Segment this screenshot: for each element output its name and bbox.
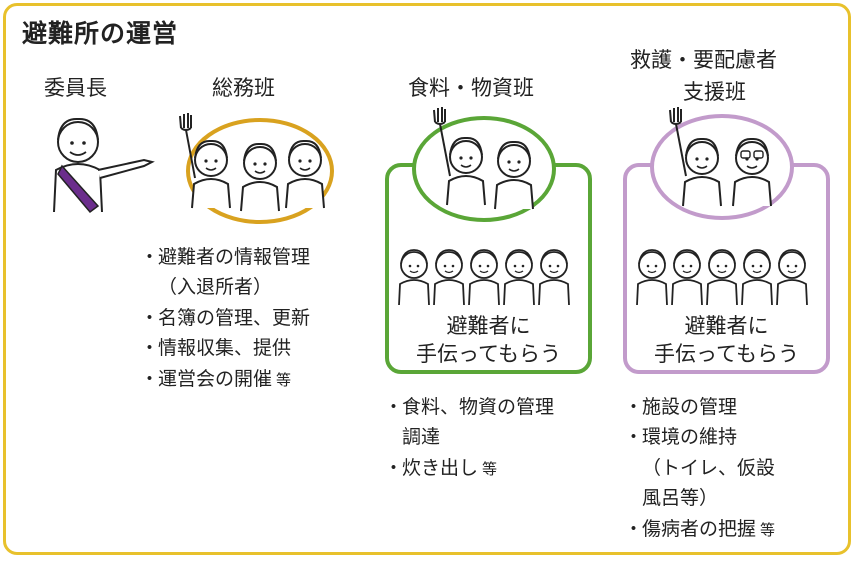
bullet-icon: ・ [140,306,160,329]
role-rescue-line2: 支援班 [683,80,746,104]
task-text: （入退所者） [158,276,273,299]
food-help-line1: 避難者に [446,314,531,338]
food-help-caption: 避難者に 手伝ってもらう [402,312,575,369]
task-item: ・避難者の情報管理 [140,242,310,272]
general-figures [179,112,325,212]
task-text: 施設の管理 [642,396,738,418]
task-item: ・環境の維持 [624,422,775,452]
frame [3,3,851,555]
task-item: 風呂等） [624,483,775,513]
rescue-task-list: ・施設の管理・環境の維持（トイレ、仮設風呂等）・傷病者の把握等 [624,392,775,544]
chairman-figure [53,117,155,214]
bullet-icon: ・ [624,426,644,449]
general-ring [186,118,334,224]
task-text: 食料、物資の管理 [402,396,555,418]
bullet-icon: ・ [384,456,404,479]
rescue-help-line1: 避難者に [684,314,769,338]
role-general: 総務班 [212,76,275,100]
role-food: 食料・物資班 [408,76,534,100]
task-text: 炊き出し [402,456,479,479]
task-suffix: 等 [276,370,292,389]
food-help-line2: 手伝ってもらう [416,342,561,367]
bullet-icon: ・ [384,396,404,418]
task-text: 情報収集、提供 [158,337,292,360]
role-chair: 委員長 [44,76,107,100]
task-text: 名簿の管理、更新 [158,306,311,329]
task-item: ・情報収集、提供 [140,333,310,363]
food-figures [398,106,570,306]
task-text: 避難者の情報管理 [158,246,311,268]
task-text: 運営会の開催 [158,367,273,390]
task-text: 調達 [402,426,441,449]
bullet-icon: ・ [624,396,644,418]
task-item: （トイレ、仮設 [624,453,775,483]
task-item: 調達 [384,422,554,452]
task-text: 傷病者の把握 [642,517,757,540]
task-item: （入退所者） [140,272,310,302]
bullet-icon: ・ [140,246,160,268]
task-suffix: 等 [760,520,776,539]
task-item: ・施設の管理 [624,392,775,422]
task-text: 環境の維持 [642,426,738,449]
task-item: ・炊き出し等 [384,453,554,483]
task-item: ・運営会の開催等 [140,364,310,394]
bullet-icon: ・ [140,367,160,390]
page-title: 避難所の運営 [22,19,179,48]
rescue-help-caption: 避難者に 手伝ってもらう [640,312,813,369]
bullet-icon: ・ [624,517,644,540]
general-task-list: ・避難者の情報管理（入退所者）・名簿の管理、更新・情報収集、提供・運営会の開催等 [140,242,310,394]
task-suffix: 等 [482,459,498,478]
bullet-icon: ・ [140,337,160,360]
rescue-figures [636,106,808,306]
task-item: ・傷病者の把握等 [624,514,775,544]
task-text: 風呂等） [642,487,719,510]
food-task-list: ・食料、物資の管理調達・炊き出し等 [384,392,554,483]
task-text: （トイレ、仮設 [642,456,776,479]
role-rescue-line1: 救護・要配慮者 [630,48,777,72]
task-item: ・食料、物資の管理 [384,392,554,422]
task-item: ・名簿の管理、更新 [140,303,310,333]
rescue-help-line2: 手伝ってもらう [654,342,799,367]
